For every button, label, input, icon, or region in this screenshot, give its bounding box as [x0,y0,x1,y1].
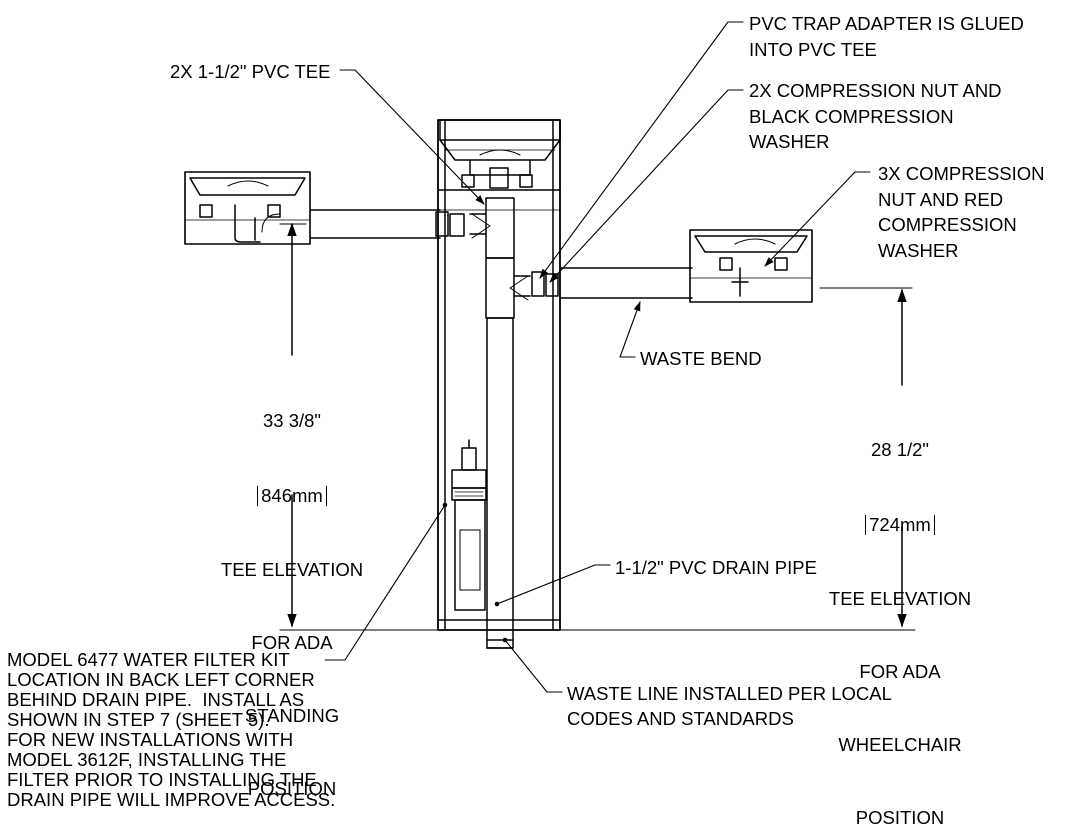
dim-wheelchair-metric-wrap: 724mm [800,512,1000,537]
dim-wheelchair-line3: WHEELCHAIR [838,734,962,755]
dim-standing-line2: FOR ADA [251,632,333,653]
label-waste-bend: WASTE BEND [640,348,762,369]
dim-standing-metric-wrap: 846mm [192,483,392,508]
dim-wheelchair-imperial: 28 1/2" [870,439,929,460]
label-black-nut-line1: 2X COMPRESSION NUT AND [749,80,1002,101]
label-black-nut-line2: BLACK COMPRESSION [749,106,954,127]
label-filter-line5: FOR NEW INSTALLATIONS WITH [7,729,294,750]
label-filter-line6: MODEL 3612F, INSTALLING THE [7,749,287,770]
dim-wheelchair-metric: 724mm [865,515,935,535]
dim-wheelchair-line1: TEE ELEVATION [828,588,972,609]
dimension-standing [279,222,307,628]
left-fountain-basin [184,171,311,245]
dim-standing-line1: TEE ELEVATION [220,559,364,580]
label-black-nut-line3: WASHER [749,131,830,152]
right-fountain-basin [689,229,813,303]
dim-standing-metric: 846mm [257,486,327,506]
label-red-nut-line2: NUT AND RED [878,189,1004,210]
top-fountain-head [439,119,561,189]
label-drain-pipe: 1-1/2" PVC DRAIN PIPE [615,557,817,578]
label-filter-line8: DRAIN PIPE WILL IMPROVE ACCESS. [7,789,336,810]
dim-wheelchair-line4: POSITION [855,807,945,826]
leader-lines [324,21,871,693]
label-red-nut-line3: COMPRESSION [878,214,1017,235]
water-filter-kit [451,439,487,611]
dim-wheelchair-line2: FOR ADA [859,661,941,682]
dim-standing-imperial: 33 3/8" [262,410,321,431]
label-red-nut-line4: WASHER [878,240,959,261]
dim-standing-line3: STANDING [244,705,340,726]
dim-standing-line4: POSITION [247,778,337,799]
label-waste-line-line1: WASTE LINE INSTALLED PER LOCAL [567,683,892,704]
label-pvc-tee: 2X 1-1/2" PVC TEE [170,61,331,82]
dim-standing-block: 33 3/8" 846mm TEE ELEVATION FOR ADA STAN… [192,358,392,825]
horizontal-waste-pipes [261,209,693,299]
dim-wheelchair-block: 28 1/2" 724mm TEE ELEVATION FOR ADA WHEE… [800,387,1000,826]
dimension-wheelchair [819,287,913,628]
label-filter-line4: SHOWN IN STEP 7 (SHEET 5). [7,709,270,730]
label-filter-line2: LOCATION IN BACK LEFT CORNER [7,669,315,690]
label-filter-line1: MODEL 6477 WATER FILTER KIT [7,649,290,670]
label-filter-line7: FILTER PRIOR TO INSTALLING THE [7,769,317,790]
label-trap-adapter-line1: PVC TRAP ADAPTER IS GLUED [749,13,1024,34]
pvc-tees-and-drain [469,197,531,649]
label-trap-adapter-line2: INTO PVC TEE [749,39,877,60]
compression-nuts [435,211,559,297]
label-red-nut-line1: 3X COMPRESSION [878,163,1045,184]
pedestal-tower [437,119,561,631]
label-filter-line3: BEHIND DRAIN PIPE. INSTALL AS [7,689,305,710]
label-waste-line-line2: CODES AND STANDARDS [567,708,794,729]
